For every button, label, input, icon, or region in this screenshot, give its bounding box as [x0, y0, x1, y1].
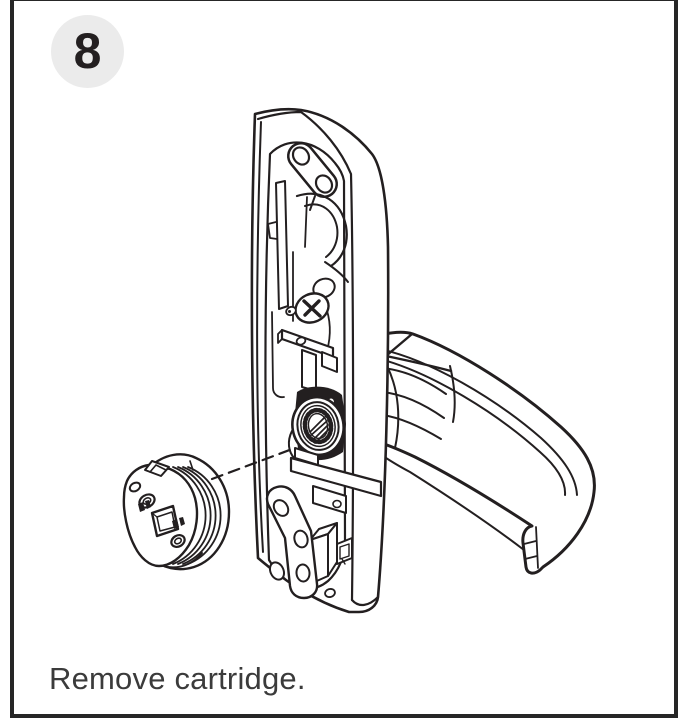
phillips-screw: [285, 277, 336, 352]
step-number-badge: 8: [51, 15, 124, 88]
t-bracket: [277, 328, 338, 392]
lever-handle: [376, 330, 596, 575]
step-caption: Remove cartridge.: [49, 661, 306, 696]
spline-hub: [287, 386, 346, 461]
cartridge-stamp-mark: [138, 500, 185, 529]
retractor-bar: [289, 447, 383, 514]
lower-block: [268, 522, 353, 598]
step-number: 8: [73, 22, 102, 79]
linkage-dogbone: [287, 142, 338, 211]
mounting-strap: [265, 485, 319, 600]
escutcheon-plate: [250, 107, 390, 614]
handle-end-cap: [523, 526, 539, 569]
cylinder-cartridge: [122, 453, 231, 571]
spindle-square-hole: [150, 504, 180, 538]
removal-path-dashed-line: [210, 446, 297, 481]
cam-arc: [295, 192, 349, 283]
cartridge-threads: [167, 460, 222, 569]
